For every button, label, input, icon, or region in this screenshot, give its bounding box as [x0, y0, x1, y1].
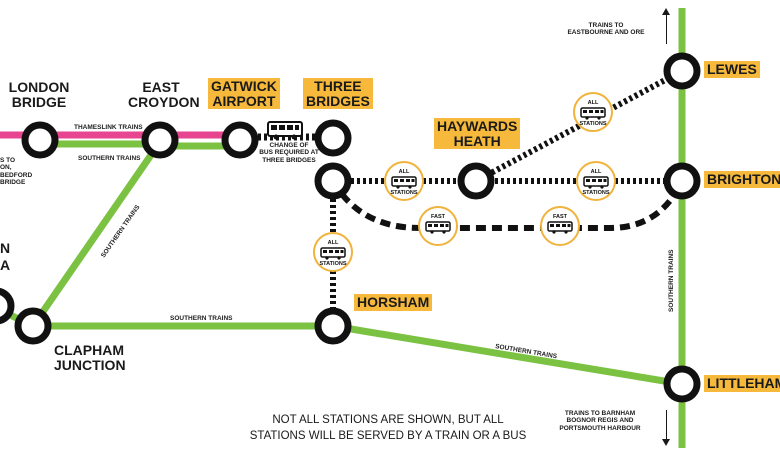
bus-badge-all-stations-lewes: ALL STATIONS — [573, 92, 613, 132]
label-left-cut-2: A — [0, 257, 11, 273]
arrow-up-icon — [662, 8, 670, 44]
note-to-eastbourne: TRAINS TO EASTBOURNE AND ORE — [567, 22, 645, 37]
arrow-down-icon — [662, 410, 670, 446]
label-haywards-heath: HAYWARDS HEATH — [434, 118, 521, 150]
label-clapham-junction: CLAPHAM JUNCTION — [54, 342, 126, 373]
label-lewes: LEWES — [704, 61, 760, 78]
station-brighton — [663, 162, 701, 200]
station-clapham-junction — [14, 307, 52, 345]
bus-badge-all-stations-horsham: ALL STATIONS — [313, 232, 353, 272]
line-label-southern-top: SOUTHERN TRAINS — [78, 155, 141, 162]
line-label-southern-vertical: SOUTHERN TRAINS — [668, 249, 675, 312]
label-east-croydon: EAST CROYDON — [128, 79, 200, 110]
note-to-barnham: TRAINS TO BARNHAM BOGNOR REGIS AND PORTS… — [559, 410, 641, 432]
station-three-bridges-bus — [314, 162, 352, 200]
station-littlehampton — [663, 365, 701, 403]
bus-badge-top-label: ALL — [399, 169, 410, 175]
label-brighton: BRIGHTON — [704, 171, 780, 188]
label-littlehampton: LITTLEHAM — [704, 375, 780, 392]
station-london-bridge — [21, 121, 59, 159]
bus-badge-bottom-label: STATIONS — [580, 121, 607, 127]
station-haywards-heath — [457, 162, 495, 200]
line-label-thameslink: THAMESLINK TRAINS — [74, 124, 143, 131]
line-label-southern-bottom: SOUTHERN TRAINS — [170, 315, 233, 322]
bus-badge-top-label: FAST — [431, 214, 446, 220]
bus-badge-bottom-label: STATIONS — [391, 190, 418, 196]
label-london-bridge: LONDON BRIDGE — [8, 79, 70, 110]
station-horsham — [314, 307, 352, 345]
note-left-cut: S TO ON, BEDFORD BRIDGE — [0, 157, 33, 187]
bus-icon — [425, 221, 451, 234]
bus-icon — [583, 176, 609, 189]
bus-icon — [391, 176, 417, 189]
station-left-cut — [0, 287, 15, 325]
southern-line-croydon-clapham — [30, 140, 163, 328]
bus-icon — [580, 107, 606, 120]
bus-icon — [320, 247, 346, 260]
bus-badge-fast-1: FAST — [418, 206, 458, 246]
note-bus-change: CHANGE OF BUS REQUIRED AT THREE BRIDGES — [259, 142, 319, 164]
footer-note: NOT ALL STATIONS ARE SHOWN, BUT ALL STAT… — [249, 414, 527, 442]
bus-icon — [267, 121, 303, 140]
bus-badge-top-label: ALL — [328, 240, 339, 246]
bus-badge-fast-2: FAST — [540, 206, 580, 246]
bus-badge-top-label: ALL — [588, 100, 599, 106]
label-three-bridges: THREE BRIDGES — [303, 78, 373, 110]
bus-icon — [547, 221, 573, 234]
label-horsham: HORSHAM — [354, 294, 433, 311]
bus-badge-bottom-label: STATIONS — [320, 261, 347, 267]
bus-badge-bottom-label: STATIONS — [583, 190, 610, 196]
bus-badge-all-stations-three-bridges-brighton-1: ALL STATIONS — [384, 161, 424, 201]
bus-badge-all-stations-brighton: ALL STATIONS — [576, 161, 616, 201]
station-lewes — [663, 52, 701, 90]
line-label-southern-diag: SOUTHERN TRAINS — [100, 203, 142, 259]
station-three-bridges — [314, 119, 352, 157]
station-east-croydon — [141, 121, 179, 159]
southern-line-horsham-littlehampton — [332, 322, 683, 388]
bus-badge-top-label: FAST — [553, 214, 568, 220]
bus-badge-top-label: ALL — [591, 169, 602, 175]
label-gatwick-airport: GATWICK AIRPORT — [208, 78, 280, 110]
station-gatwick-airport — [221, 121, 259, 159]
label-left-cut-1: N — [0, 240, 11, 256]
